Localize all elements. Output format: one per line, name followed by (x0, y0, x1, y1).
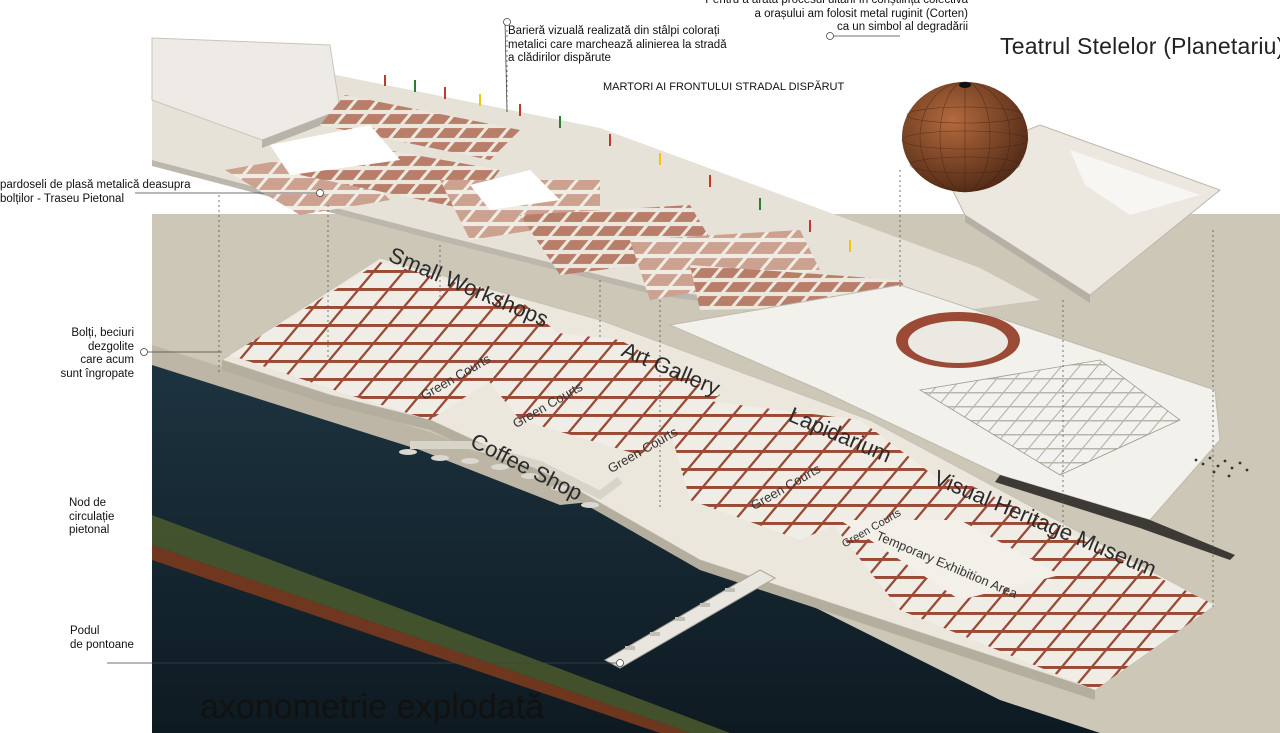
annotation-barrier: Barieră vizuală realizată din stâlpi col… (508, 25, 727, 64)
annotation-node: Nod de circulație pietonal (69, 497, 115, 536)
vault-strip-6 (630, 230, 820, 300)
planetarium-court (1070, 150, 1200, 215)
leader-lines (107, 21, 900, 664)
planetarium-title: Teatrul Stelelor (Planetariu) (1000, 33, 1280, 59)
annotation-vaults: Bolți, beciuri dezgolite care acum sunt … (60, 327, 134, 380)
exhibition-hall (840, 520, 1060, 600)
street-front-caption: MARTORI AI FRONTULUI STRADAL DISPĂRUT (603, 81, 845, 93)
river-bank (152, 515, 730, 733)
boats (399, 449, 599, 508)
hall-platform-side (995, 475, 1235, 560)
open-court-1 (270, 125, 400, 175)
workshops-walls (230, 262, 560, 420)
arena-inner (908, 321, 1008, 363)
annotation-bridge: Podul de pontoane (70, 625, 134, 651)
leader-dots (140, 18, 834, 667)
hall-roof-frame (918, 359, 1181, 476)
dome-oculus (959, 82, 971, 88)
old-building-side (262, 110, 340, 148)
annotation-corten: Pentru a arăta procesul uitării în conșt… (705, 0, 968, 33)
page-title: axonometrie explodată (200, 688, 545, 726)
planetarium-platform-side (965, 215, 1090, 303)
pontoon-bridge (603, 569, 777, 669)
open-court-2 (470, 170, 560, 210)
projection-lines (218, 30, 1214, 610)
annotation-floor: pardoseli de plasă metalică deasupra bol… (0, 179, 191, 205)
main-building-side (222, 360, 1095, 700)
gallery-walls (440, 320, 720, 455)
colored-posts (384, 75, 851, 252)
vault-strip-1 (320, 95, 520, 160)
river-bank-rust (152, 545, 690, 733)
bridge-pontoons (625, 588, 735, 650)
riverside-walk (410, 441, 623, 500)
